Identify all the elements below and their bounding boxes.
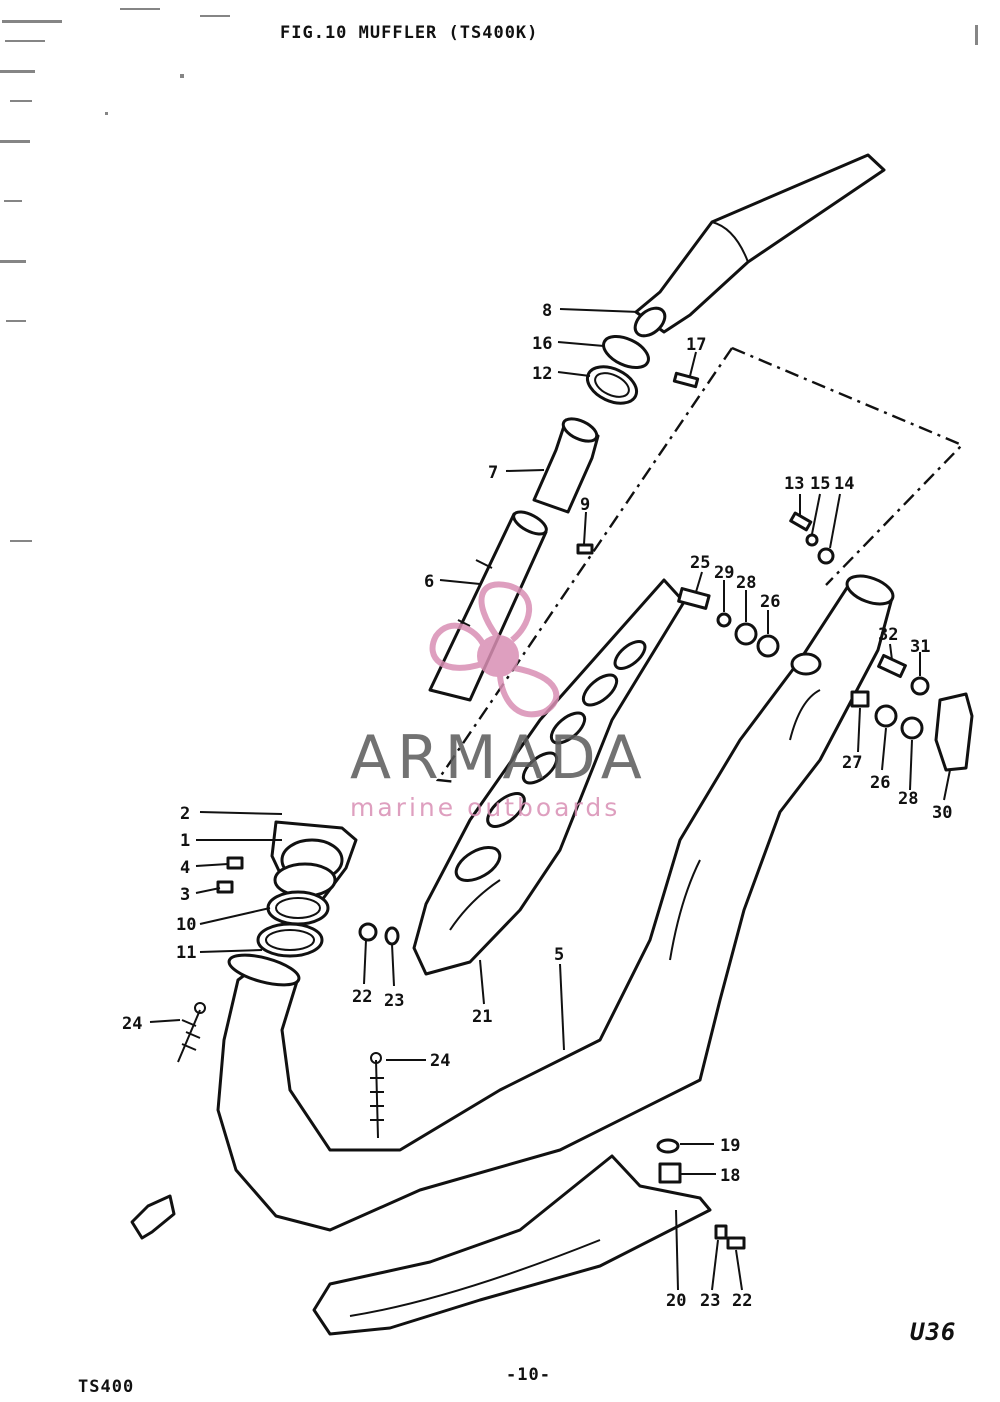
callout-29: 29 <box>714 563 734 583</box>
part-heat-shield <box>412 578 686 976</box>
part-screw-9 <box>576 543 594 555</box>
callout-22: 22 <box>352 987 372 1007</box>
part-bolt-3 <box>216 880 234 894</box>
part-muffler-cover <box>312 1154 712 1336</box>
callout-27: 27 <box>842 753 862 773</box>
part-bolt-25 <box>677 587 711 610</box>
part-gasket-ring <box>585 334 650 405</box>
callout-6: 6 <box>424 572 434 592</box>
part-washer-15 <box>805 533 819 547</box>
callout-21: 21 <box>472 1007 492 1027</box>
part-cushion-26b <box>874 704 898 728</box>
page-number: -10- <box>506 1365 551 1385</box>
callout-9: 9 <box>580 495 590 515</box>
part-nut-4 <box>226 856 244 870</box>
callout-24: 24 <box>122 1014 142 1034</box>
part-spring <box>177 1002 384 1139</box>
callout-2: 2 <box>180 804 190 824</box>
callout-28b: 28 <box>898 789 918 809</box>
propeller-icon <box>429 581 560 718</box>
part-washer-19 <box>656 1138 680 1154</box>
callout-labels: 8 16 12 17 7 9 6 2 1 4 3 10 11 22 23 21 … <box>122 301 952 1311</box>
part-bracket-30 <box>934 692 974 772</box>
part-screw <box>672 371 700 389</box>
figure-title: FIG.10 MUFFLER (TS400K) <box>280 23 538 43</box>
watermark-tagline: marine outboards <box>350 793 620 822</box>
part-exhaust-flange <box>256 820 358 958</box>
part-nut-23b <box>714 1224 728 1240</box>
watermark-logo: ARMADA marine outboards <box>350 581 648 822</box>
callout-18: 18 <box>720 1166 740 1186</box>
callout-10: 10 <box>176 915 196 935</box>
callout-30: 30 <box>932 803 952 823</box>
callout-16: 16 <box>532 334 552 354</box>
part-muffler-body <box>216 574 895 1232</box>
callout-4: 4 <box>180 858 190 878</box>
callout-13: 13 <box>784 474 804 494</box>
callout-14: 14 <box>834 474 854 494</box>
part-spark-arrester <box>428 510 548 702</box>
scan-noise <box>0 8 978 542</box>
callout-24b: 24 <box>430 1051 450 1071</box>
callout-19: 19 <box>720 1136 740 1156</box>
part-bolt-18 <box>658 1162 682 1184</box>
front-direction-arrow-icon <box>130 1194 176 1240</box>
part-bolt-22b <box>726 1236 746 1250</box>
callout-26b: 26 <box>870 773 890 793</box>
callout-26: 26 <box>760 592 780 612</box>
callout-20: 20 <box>666 1291 686 1311</box>
callout-23: 23 <box>384 991 404 1011</box>
callout-5: 5 <box>554 945 564 965</box>
diagram-code: U36 <box>910 1318 956 1346</box>
part-nut-14 <box>817 547 835 565</box>
part-nut-31 <box>910 676 930 696</box>
part-bolt-13 <box>789 511 813 532</box>
part-cushion-26 <box>756 634 780 658</box>
callout-7: 7 <box>488 463 498 483</box>
callout-8: 8 <box>542 301 552 321</box>
part-washer-28 <box>734 622 758 646</box>
part-washer-28b <box>900 716 924 740</box>
callout-11: 11 <box>176 943 196 963</box>
part-collar-27 <box>850 690 870 708</box>
part-inner-pipe <box>532 417 600 514</box>
part-washer-22 <box>358 922 378 942</box>
callout-leaders <box>149 308 951 1291</box>
watermark-brand: ARMADA <box>350 723 648 793</box>
part-bolt-32 <box>877 653 907 679</box>
callout-32: 32 <box>878 625 898 645</box>
callout-31: 31 <box>910 637 930 657</box>
callout-1: 1 <box>180 831 190 851</box>
callout-3: 3 <box>180 885 190 905</box>
callout-28: 28 <box>736 573 756 593</box>
model-label: TS400 <box>78 1377 134 1397</box>
callout-23b: 23 <box>700 1291 720 1311</box>
part-tail-pipe <box>633 153 886 338</box>
callout-22b: 22 <box>732 1291 752 1311</box>
part-nut-23 <box>384 926 400 946</box>
assembly-reference-line <box>435 346 965 784</box>
part-washer-29 <box>716 612 732 628</box>
callout-12: 12 <box>532 364 552 384</box>
callout-15: 15 <box>810 474 830 494</box>
callout-17: 17 <box>686 335 706 355</box>
callout-25: 25 <box>690 553 710 573</box>
